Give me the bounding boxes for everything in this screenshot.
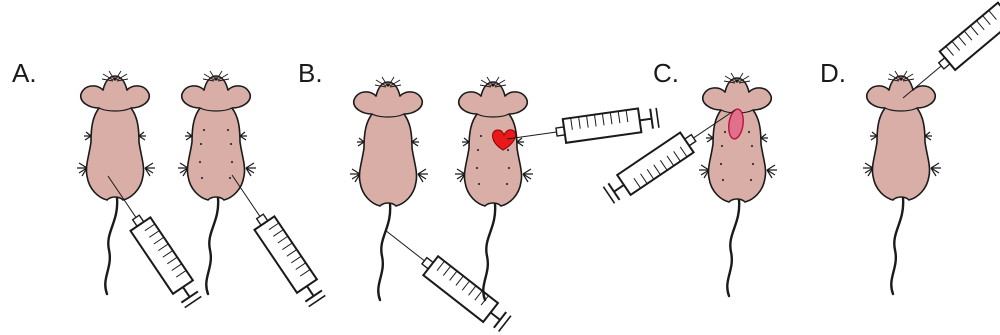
mouse-a-ventral [178,71,256,294]
syringe-d [895,0,1000,107]
mouse-b-dorsal [350,77,428,300]
mouse-c-ventral [699,73,777,296]
mouse-b-ventral [455,77,533,300]
syringe-b-1 [378,221,513,333]
mouse-a-dorsal [77,71,155,294]
syringe-b-2 [505,106,659,151]
mouse-d-dorsal [863,71,941,294]
